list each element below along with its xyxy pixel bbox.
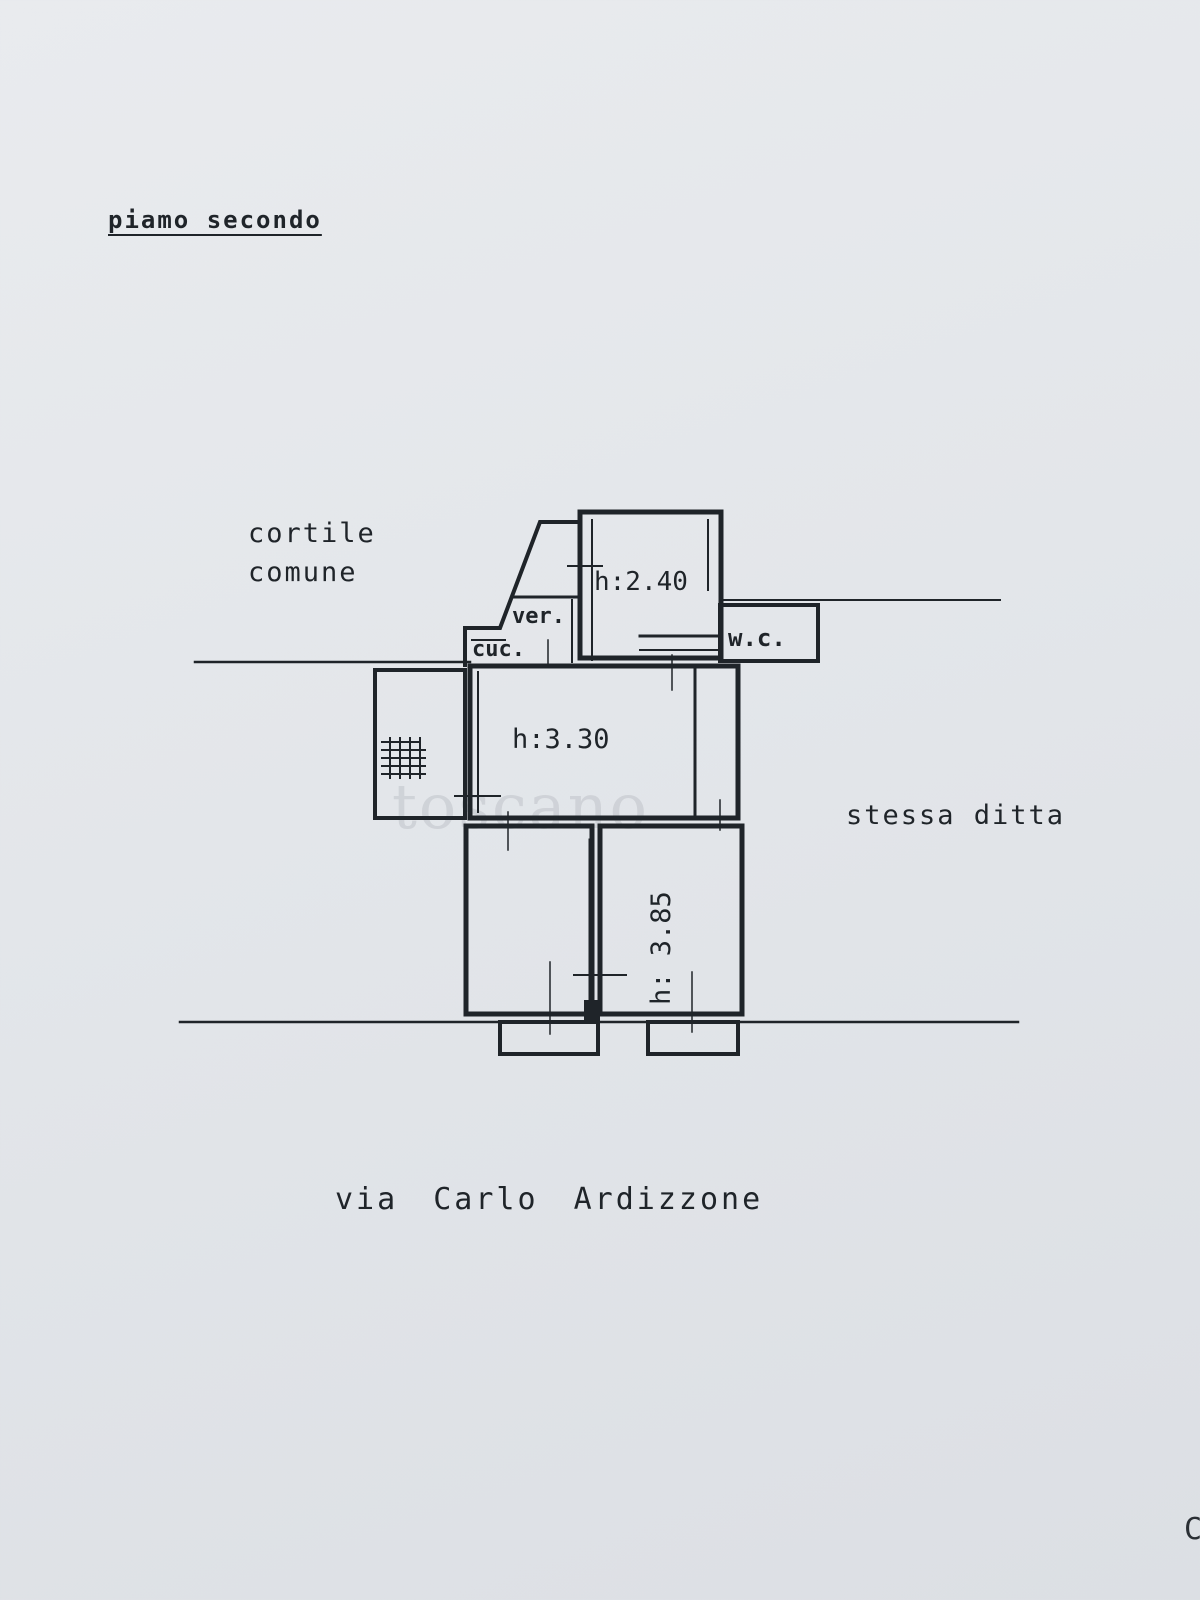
courtyard-label-line1: cortile: [248, 518, 376, 549]
adjacent-owner-label: stessa ditta: [846, 800, 1066, 831]
front-right-room-outline: [597, 823, 745, 1017]
front-left-room-outline: [463, 823, 595, 1017]
front-room-height-label: h: 3.85: [646, 891, 677, 1005]
watermark-text: toscano: [392, 770, 650, 843]
plan-title: piamo secondo: [108, 206, 322, 234]
edge-glyph: C: [1184, 1512, 1200, 1547]
top-room-height-label: h:2.40: [594, 567, 688, 597]
middle-room-outline: [467, 663, 741, 821]
kitchen-label: cuc.: [472, 637, 525, 662]
wc-label: w.c.: [728, 624, 786, 652]
stair-block-outline: [373, 668, 467, 820]
top-room-outline: [577, 509, 724, 661]
stair-steps: [381, 737, 426, 779]
veranda-label: ver.: [512, 604, 565, 629]
veranda-outline: [463, 520, 582, 667]
middle-room-height-label: h:3.30: [512, 724, 610, 755]
wc-outline: [718, 603, 820, 663]
balcony-right-outline: [646, 1020, 740, 1056]
courtyard-label-line2: comune: [248, 557, 358, 588]
balcony-left-outline: [498, 1020, 600, 1056]
street-name-label: via Carlo Ardizzone: [335, 1182, 764, 1217]
